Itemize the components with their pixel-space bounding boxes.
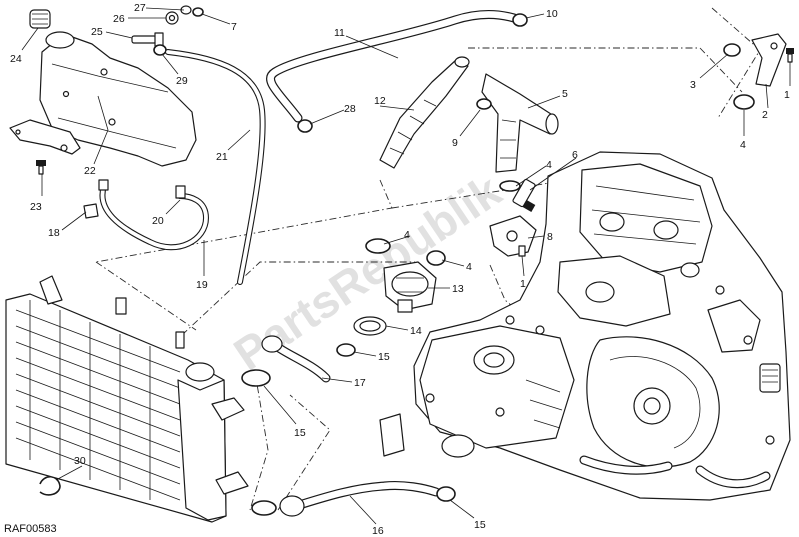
screw-23 — [36, 160, 46, 175]
thermostat-13 — [383, 261, 437, 313]
reference-code: RAF00583 — [4, 523, 57, 535]
bracket-2 — [751, 33, 787, 87]
callout-15-left: 15 — [294, 427, 306, 439]
callout-2: 2 — [762, 109, 768, 121]
callout-6: 6 — [572, 149, 578, 161]
screw-1-top — [786, 48, 794, 63]
callout-29: 29 — [176, 75, 188, 87]
clamp-29 — [153, 44, 167, 56]
callout-4-sensor: 4 — [546, 159, 552, 171]
clamp-9 — [476, 98, 492, 110]
callout-1-top: 1 — [784, 89, 790, 101]
expansion-tank — [9, 9, 197, 167]
callout-19: 19 — [196, 279, 208, 291]
callout-23: 23 — [30, 201, 42, 213]
clamp-4-top — [733, 94, 755, 110]
callout-4-right: 4 — [466, 261, 472, 273]
radiator — [5, 275, 249, 523]
callout-28: 28 — [344, 103, 356, 115]
hose-12 — [379, 56, 470, 169]
clamp-15-upper — [336, 343, 356, 357]
callout-16: 16 — [372, 525, 384, 537]
callout-3: 3 — [690, 79, 696, 91]
clamp-10 — [512, 13, 528, 27]
elbow-hose-5 — [476, 73, 559, 192]
clamp-15-left — [241, 369, 271, 387]
engine — [379, 151, 791, 501]
hose-16 — [251, 481, 456, 517]
callout-21: 21 — [216, 151, 228, 163]
callout-27: 27 — [134, 2, 146, 14]
callout-18: 18 — [48, 227, 60, 239]
clamp-3 — [723, 43, 741, 57]
callout-14: 14 — [410, 325, 422, 337]
clamp-28 — [297, 119, 313, 133]
clip-18 — [83, 203, 99, 219]
callout-5: 5 — [562, 88, 568, 100]
tank-cap-neck — [45, 31, 75, 49]
breather-fitting-25 — [131, 32, 164, 47]
callout-15-upper: 15 — [378, 351, 390, 363]
o-ring-14 — [353, 316, 387, 336]
callout-30: 30 — [74, 455, 86, 467]
callout-12: 12 — [374, 95, 386, 107]
callout-17: 17 — [354, 377, 366, 389]
clip-30 — [39, 475, 61, 496]
callout-1-mid: 1 — [520, 278, 526, 290]
clamp-15-bottom-left — [251, 500, 277, 516]
clamp-7 — [192, 7, 204, 17]
callout-10: 10 — [546, 8, 558, 20]
hose-11 — [266, 10, 528, 133]
callout-15-bottom: 15 — [474, 519, 486, 531]
callout-11: 11 — [334, 27, 345, 39]
callouts: 24 27 26 7 25 29 10 11 28 12 9 5 3 2 1 4… — [10, 2, 790, 537]
hose-fitting-20 — [175, 185, 186, 199]
callout-9: 9 — [452, 137, 458, 149]
clamp-4-right — [426, 250, 446, 266]
washer-26 — [165, 11, 179, 25]
callout-26: 26 — [113, 13, 125, 25]
callout-20: 20 — [152, 215, 164, 227]
radiator-cap — [185, 362, 215, 382]
hose-17 — [241, 335, 356, 387]
leader-lines — [21, 7, 791, 525]
overflow-hose-21 — [165, 49, 266, 285]
callout-25: 25 — [91, 26, 103, 38]
callout-22: 22 — [84, 165, 96, 177]
sensor-6 — [512, 178, 536, 212]
callout-7: 7 — [231, 21, 237, 33]
callout-4-top: 4 — [740, 139, 746, 151]
callout-24: 24 — [10, 53, 22, 65]
callout-8: 8 — [547, 231, 553, 243]
clamp-15-bottom-right — [436, 486, 456, 502]
small-hose-19 — [98, 179, 210, 251]
clamp-4-left — [365, 238, 391, 254]
callout-13: 13 — [452, 283, 464, 295]
callout-4-left: 4 — [404, 229, 410, 241]
fitting-8 — [489, 215, 537, 257]
